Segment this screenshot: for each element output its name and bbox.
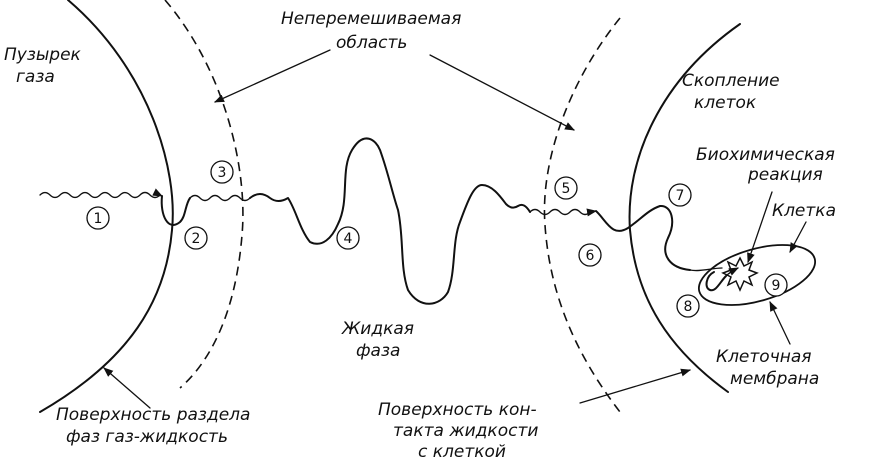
arrow-to-reaction [747, 191, 773, 263]
step-marker: 2 [184, 226, 208, 250]
oxygen-transfer-path [705, 271, 727, 292]
label-cell-membrane: Клеточная мембрана [716, 347, 819, 389]
cell-cluster-interface-curve [628, 23, 741, 393]
oxygen-transfer-path [529, 208, 597, 217]
label-liquid-phase: Жидкая фаза [341, 319, 419, 361]
oxygen-transfer-path [39, 188, 163, 199]
svg-text:2: 2 [192, 231, 201, 247]
step-marker: 6 [578, 243, 602, 267]
label-cell-cluster: Скопление клеток [682, 71, 785, 113]
step-marker: 7 [668, 183, 692, 207]
svg-text:6: 6 [586, 248, 595, 264]
label-liquid-cell-interface: Поверхность кон- такта жидкости с клетко… [378, 400, 544, 462]
step-marker: 4 [336, 226, 360, 250]
oxygen-transfer-path [160, 195, 191, 226]
unstirred-boundary-left [164, 0, 244, 389]
step-marker: 8 [676, 294, 700, 318]
oxygen-transfer-path [249, 137, 531, 305]
svg-text:7: 7 [676, 188, 685, 204]
svg-text:1: 1 [94, 211, 103, 227]
label-unstirred-region: Неперемешиваемая область [281, 9, 467, 53]
oxygen-transfer-path [689, 267, 723, 272]
arrow-to-left-unstirred [214, 49, 331, 103]
cell-ellipse [697, 244, 817, 306]
step-marker: 5 [554, 176, 578, 200]
unstirred-boundary-right [543, 17, 621, 413]
arrow-to-cell-membrane [769, 301, 791, 345]
oxygen-transfer-path [595, 205, 691, 271]
step-marker: 9 [764, 273, 788, 297]
svg-text:3: 3 [218, 165, 227, 181]
label-biochemical-reaction: Биохимическая реакция [696, 145, 840, 185]
label-gas-liquid-interface: Поверхность раздела фаз газ-жидкость [56, 405, 256, 447]
svg-text:8: 8 [684, 299, 693, 315]
arrow-to-cell [789, 221, 807, 253]
arrow-to-gas-interface [103, 367, 151, 409]
step-marker: 1 [86, 206, 110, 230]
oxygen-transfer-path [189, 194, 251, 202]
biochemical-reaction-star-icon [721, 256, 759, 292]
arrow-to-right-unstirred [429, 54, 575, 131]
svg-text:4: 4 [344, 231, 353, 247]
arrow-to-liquid-cell-interface [579, 368, 691, 404]
step-marker: 3 [210, 160, 234, 184]
gas-bubble-interface-curve [39, 0, 174, 413]
svg-text:5: 5 [562, 181, 571, 197]
svg-text:9: 9 [772, 278, 781, 294]
label-gas-bubble: Пузырек газа [4, 45, 86, 87]
label-cell: Клетка [772, 201, 836, 221]
